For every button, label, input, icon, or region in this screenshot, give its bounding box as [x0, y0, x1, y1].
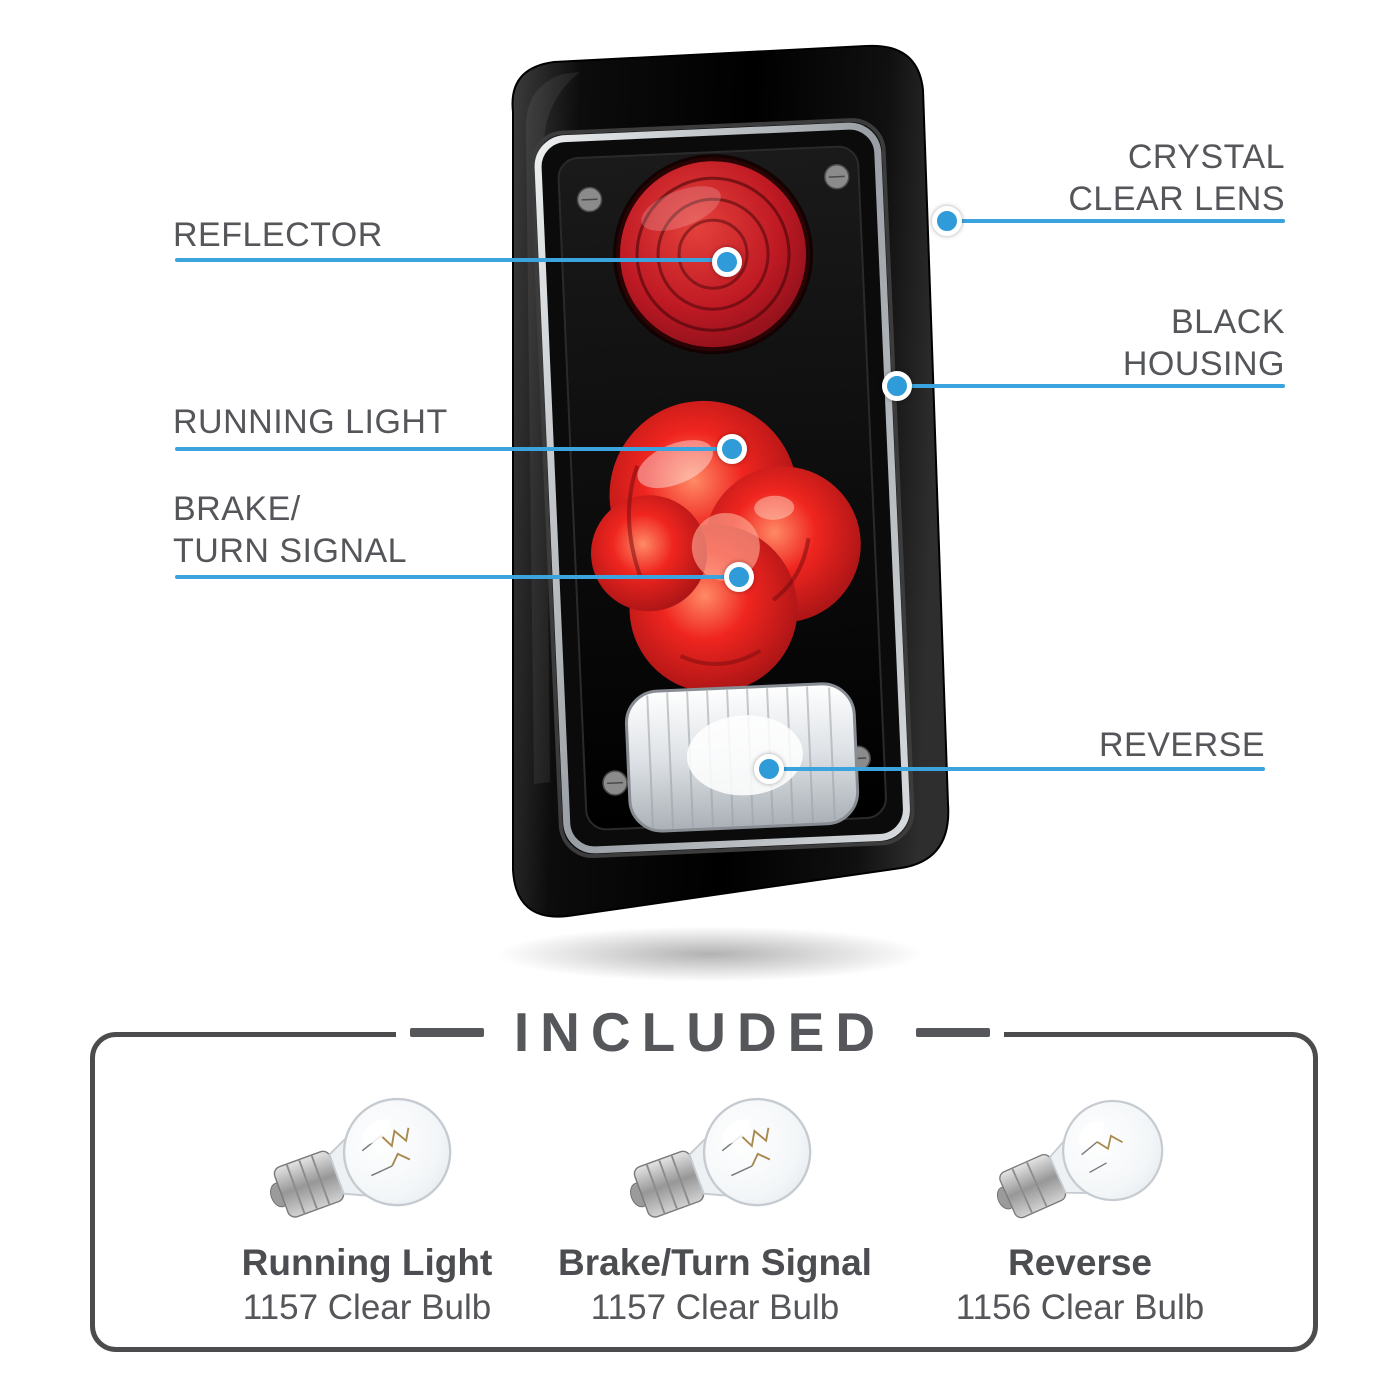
- callout-label-crystal-line1: CRYSTAL: [1127, 138, 1285, 176]
- callout-label-reverse: REVERSE: [1099, 726, 1265, 764]
- callout-line-brake: [175, 575, 739, 579]
- callout-label-crystal-line2: CLEAR LENS: [1068, 180, 1285, 218]
- floor-reflection: [495, 926, 925, 982]
- callout-dot-running-light: [717, 434, 747, 464]
- callout-line-housing: [900, 384, 1285, 388]
- callout-line-reflector: [175, 258, 727, 262]
- callout-label-reflector: REFLECTOR: [173, 216, 383, 254]
- bulb-name: Running Light: [241, 1242, 493, 1283]
- callout-line-crystal: [950, 219, 1285, 223]
- callout-dot-reverse: [754, 754, 784, 784]
- title-dash-right: [916, 1027, 991, 1037]
- bulb-name: Brake/Turn Signal: [558, 1242, 872, 1283]
- included-title-group: INCLUDED: [395, 1000, 1005, 1064]
- bulb-icon-brake-turn: [582, 1068, 872, 1248]
- callout-label-brake-line1: BRAKE/: [173, 490, 301, 528]
- callout-dot-crystal: [932, 206, 962, 236]
- callout-dot-brake: [724, 562, 754, 592]
- bulb-icon-reverse: [950, 1074, 1220, 1242]
- bulb-name: Reverse: [1007, 1242, 1152, 1283]
- included-title: INCLUDED: [513, 1001, 887, 1063]
- title-dash-left: [409, 1027, 484, 1037]
- bulb-icon-running-light: [222, 1068, 512, 1248]
- bulb-spec: 1157 Clear Bulb: [242, 1288, 492, 1327]
- callout-line-reverse: [772, 767, 1265, 771]
- callout-label-housing-line2: HOUSING: [1122, 345, 1285, 383]
- included-title-row: INCLUDED: [0, 1000, 1400, 1064]
- callout-label-brake-line2: TURN SIGNAL: [173, 532, 408, 570]
- bulb-spec: 1156 Clear Bulb: [955, 1288, 1205, 1327]
- tail-light-illustration: [468, 42, 968, 927]
- included-item-brake-turn: Brake/Turn Signal 1157 Clear Bulb: [540, 1240, 890, 1330]
- included-item-running-light: Running Light 1157 Clear Bulb: [192, 1240, 542, 1330]
- callout-dot-housing: [882, 371, 912, 401]
- included-item-reverse: Reverse 1156 Clear Bulb: [905, 1240, 1255, 1330]
- callout-label-running-light: RUNNING LIGHT: [173, 403, 448, 441]
- callout-dot-reflector: [712, 247, 742, 277]
- bulb-spec: 1157 Clear Bulb: [590, 1288, 840, 1327]
- callout-label-housing-line1: BLACK: [1171, 303, 1285, 341]
- callout-line-running-light: [175, 447, 732, 451]
